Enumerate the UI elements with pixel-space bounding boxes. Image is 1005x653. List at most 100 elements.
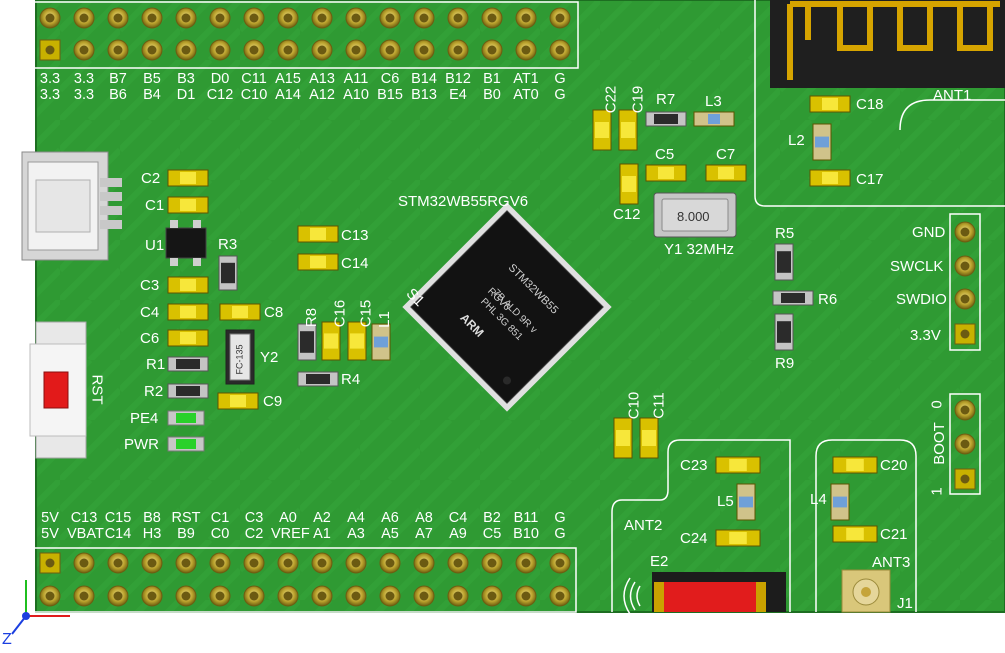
header-pin-label: A9 (449, 526, 467, 542)
header-pin-label: B11 (513, 510, 539, 526)
designator-l3: L3 (705, 93, 722, 110)
top-header-pins (39, 7, 571, 61)
crystal2-marking: FC-135 (234, 344, 245, 375)
designator-c7: C7 (716, 146, 736, 163)
component-r3 (218, 255, 238, 291)
designator-c4: C4 (140, 304, 160, 321)
component-c14 (297, 253, 339, 271)
header-pin-label: A6 (381, 510, 399, 526)
component-c3 (167, 276, 209, 294)
designator-r1: R1 (146, 356, 166, 373)
component-c7 (705, 164, 747, 182)
header-pin-label: A13 (309, 71, 335, 87)
header-pin-label: A1 (313, 526, 331, 542)
header-pin-label: C11 (241, 71, 267, 87)
swd-header (949, 213, 981, 351)
header-pin-label: A0 (279, 510, 297, 526)
e2-label: E2 (650, 553, 669, 570)
ant1-label: ANT1 (933, 87, 972, 104)
component-c1 (167, 196, 209, 214)
component-c20 (832, 456, 878, 474)
component-c8 (219, 303, 261, 321)
designator-r9: R9 (775, 355, 795, 372)
component-r9 (774, 313, 794, 351)
designator-c22: C22 (602, 85, 620, 114)
header-pin-label: A5 (381, 526, 399, 542)
led-label-pwr: PWR (124, 436, 159, 453)
header-pin-label: C1 (210, 510, 230, 526)
designator-r7: R7 (656, 91, 676, 108)
crystal-y2 (225, 329, 255, 385)
component-r4 (297, 371, 339, 387)
header-pin-label: RST (171, 510, 201, 526)
bottom-header-pins (39, 552, 571, 607)
header-pin-label: VREF (271, 526, 310, 542)
component-l2 (812, 123, 832, 161)
component-c2 (167, 169, 209, 187)
designator-c2: C2 (141, 170, 161, 187)
header-pin-label: C5 (482, 526, 502, 542)
mcu-label: STM32WB55RGV6 (398, 193, 529, 210)
header-pin-label: 3.3 (39, 87, 61, 103)
designator-c3: C3 (140, 277, 160, 294)
component-c22 (592, 109, 612, 151)
led-pe4 (167, 410, 205, 426)
header-pin-label: 5V (41, 526, 59, 542)
ant3-label: ANT3 (872, 554, 911, 571)
designator-r3: R3 (218, 236, 238, 253)
header-pin-label: A8 (415, 510, 433, 526)
component-c9 (217, 392, 259, 410)
swd-label-gnd: GND (912, 224, 946, 241)
designator-l5: L5 (717, 493, 734, 510)
designator-r8: R8 (303, 307, 321, 328)
header-pin-label: G (554, 87, 566, 103)
header-pin-label: C0 (210, 526, 230, 542)
component-c13 (297, 225, 339, 243)
header-pin-label: B13 (411, 87, 437, 103)
component-c10 (613, 417, 633, 459)
header-pin-label: A15 (275, 71, 301, 87)
header-pin-label: D0 (210, 71, 230, 87)
designator-c21: C21 (880, 526, 908, 543)
header-pin-label: B5 (143, 71, 161, 87)
designator-c11: C11 (650, 392, 668, 419)
crystal2-label: Y2 (260, 349, 279, 366)
wireless-icon (623, 577, 641, 615)
axis-z-label: Z (2, 631, 12, 648)
header-pin-label: C12 (206, 87, 234, 103)
header-pin-label: D1 (176, 87, 196, 103)
designator-c6: C6 (140, 330, 160, 347)
header-pin-label: B15 (377, 87, 403, 103)
header-pin-label: AT1 (513, 71, 539, 87)
designator-c15: C15 (357, 299, 375, 328)
component-c6 (167, 329, 209, 347)
designator-c12: C12 (613, 206, 641, 223)
header-pin-label: B1 (483, 71, 501, 87)
header-pin-label: A14 (275, 87, 301, 103)
component-r5 (774, 243, 794, 281)
reset-button[interactable] (29, 321, 87, 459)
crystal-y1 (653, 192, 737, 238)
component-c21 (832, 525, 878, 543)
designator-c13: C13 (341, 227, 369, 244)
header-pin-label: B12 (445, 71, 471, 87)
header-pin-label: A10 (343, 87, 369, 103)
swd-label-swdio: SWDIO (896, 291, 947, 308)
header-pin-label: B10 (513, 526, 539, 542)
component-c11 (639, 417, 659, 459)
header-pin-label: A2 (313, 510, 331, 526)
header-pin-label: C6 (380, 71, 400, 87)
component-c17 (809, 169, 851, 187)
header-pin-label: A12 (309, 87, 335, 103)
header-pin-label: AT0 (513, 87, 539, 103)
header-pin-label: B3 (177, 71, 195, 87)
component-c19 (618, 109, 638, 151)
top-header-outline (33, 1, 579, 69)
component-r7 (645, 111, 687, 127)
designator-r6: R6 (818, 291, 838, 308)
swd-label-swclk: SWCLK (890, 258, 944, 275)
